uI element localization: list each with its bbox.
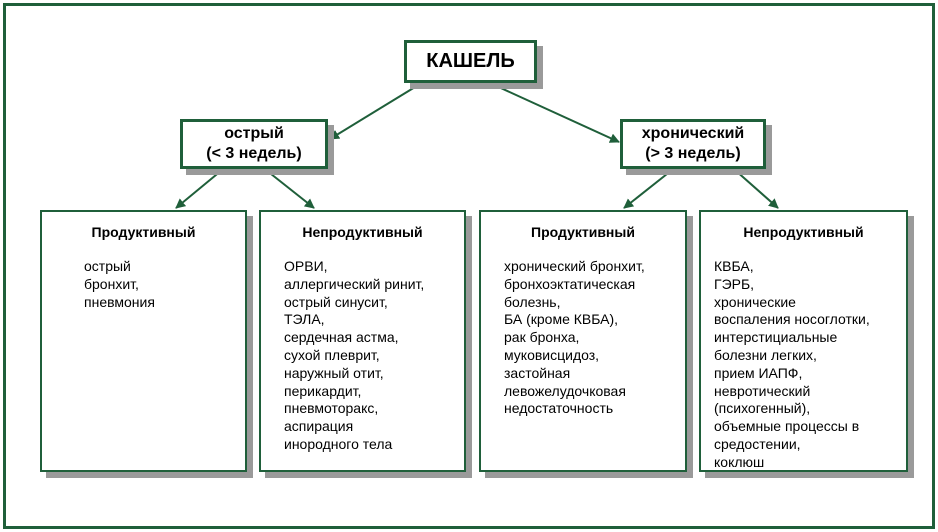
list-item: рак бронха, [504,329,580,346]
chronic-duration: (> 3 недель) [645,145,741,162]
list-item: муковисцидоз, [504,346,600,363]
root-label: КАШЕЛЬ [426,50,515,72]
list-item: левожелудочковая [504,382,626,399]
root-node: КАШЕЛЬ [404,40,537,83]
list-item: объемные процессы в [714,418,860,435]
list-item: невротический [714,382,811,399]
list-item: перикардит, [284,382,362,399]
list-item: застойная [504,364,571,381]
list-item: наружный отит, [284,364,384,381]
list-item: сухой плеврит, [284,346,380,363]
chronic-title: хронический [641,125,745,142]
list-item: прием ИАПФ, [714,364,803,381]
list-item: ГЭРБ, [714,275,755,292]
list-item: аллергический ринит, [284,275,425,292]
list-item: бронхоэктатическая [504,275,636,292]
list-item: (психогенный), [714,400,811,417]
list-item: болезни легких, [714,346,817,363]
acute-duration: (< 3 недель) [206,145,302,162]
list-item: БА (кроме КВБА), [504,311,619,328]
list-item: острый синусит, [284,293,388,310]
arrow-chronic-to-nonproductive [734,169,779,209]
card-list: ОРВИ,аллергический ринит,острый синусит,… [284,258,424,454]
list-item: сердечная астма, [284,329,399,346]
list-item: ОРВИ, [284,258,328,274]
list-item: хронические [714,293,796,310]
acute-title: острый [224,125,284,142]
arrow-root-to-chronic [491,83,620,143]
diagram-frame [3,3,935,529]
list-item: средостении, [714,435,801,452]
list-item: хронический бронхит, [504,258,645,274]
arrow-root-to-acute [329,83,421,140]
list-item: пневмоторакс, [284,400,379,417]
list-item: инородного тела [284,435,393,452]
list-item: бронхит, [84,275,139,292]
list-item: ТЭЛА, [284,311,325,328]
card-title: Непродуктивный [302,224,423,240]
card-acute-nonproductive: Непродуктивный ОРВИ,аллергический ринит,… [259,210,466,472]
arrow-acute-to-productive [175,169,223,209]
arrow-acute-to-nonproductive [265,169,315,209]
list-item: аспирация [284,418,354,435]
list-item: пневмония [84,293,155,310]
list-item: воспаления носоглотки, [714,311,870,328]
list-item: болезнь, [504,293,561,310]
arrow-chronic-to-productive [623,169,673,209]
list-item: КВБА, [714,258,754,274]
list-item: коклюш [714,453,765,470]
list-item: острый [84,258,131,274]
card-title: Непродуктивный [743,224,864,240]
list-item: недостаточность [504,400,614,417]
card-title: Продуктивный [531,224,635,240]
acute-node: острый (< 3 недель) [180,119,328,169]
card-title: Продуктивный [91,224,196,240]
list-item: интерстициальные [714,329,838,346]
chronic-node: хронический (> 3 недель) [620,119,766,169]
card-chronic-productive: Продуктивный хронический бронхит,бронхоэ… [479,210,687,472]
